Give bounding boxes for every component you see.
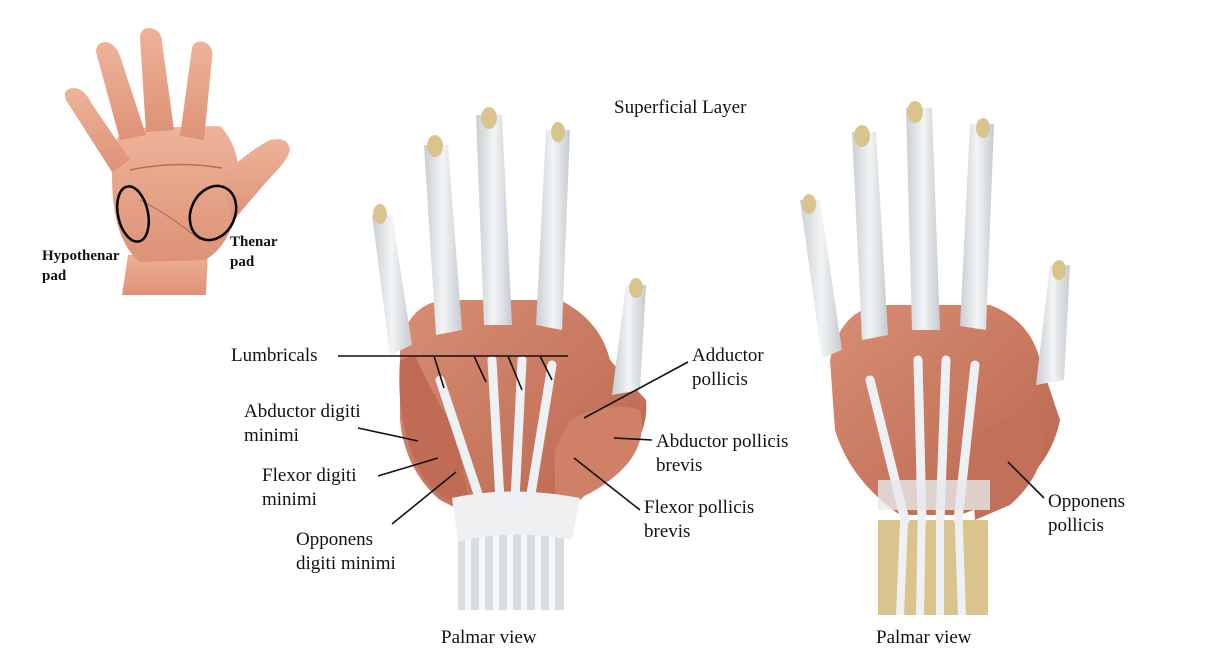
abductor-pollicis-brevis-label: Abductor pollicis brevis — [656, 431, 789, 476]
hypothenar-pad-outline — [115, 185, 151, 243]
thenar-pad-outline — [188, 184, 238, 242]
opponens-digiti-minimi-label: Opponens digiti minimi — [296, 529, 396, 574]
leader-lines — [338, 355, 1045, 525]
flexor-digiti-minimi-label: Flexor digiti minimi — [262, 465, 357, 510]
left-hand-dissection — [372, 107, 647, 610]
diagram-title: Superficial Layer — [614, 97, 747, 118]
lumbricals-label: Lumbricals — [231, 345, 318, 366]
adductor-pollicis-label: Adductor pollicis — [692, 345, 764, 390]
left-figure-caption: Palmar view — [441, 627, 537, 648]
abductor-digiti-minimi-label: Abductor digiti minimi — [244, 401, 361, 446]
opponens-pollicis-label: Opponens pollicis — [1048, 491, 1126, 536]
flexor-pollicis-brevis-label: Flexor pollicis brevis — [644, 497, 755, 542]
right-hand-dissection — [800, 101, 1070, 616]
thenar-pad-label: Thenar pad — [230, 234, 278, 270]
hypothenar-pad-label: Hypothenar pad — [42, 248, 120, 284]
right-figure-caption: Palmar view — [876, 627, 972, 648]
palm-photo — [65, 28, 290, 295]
